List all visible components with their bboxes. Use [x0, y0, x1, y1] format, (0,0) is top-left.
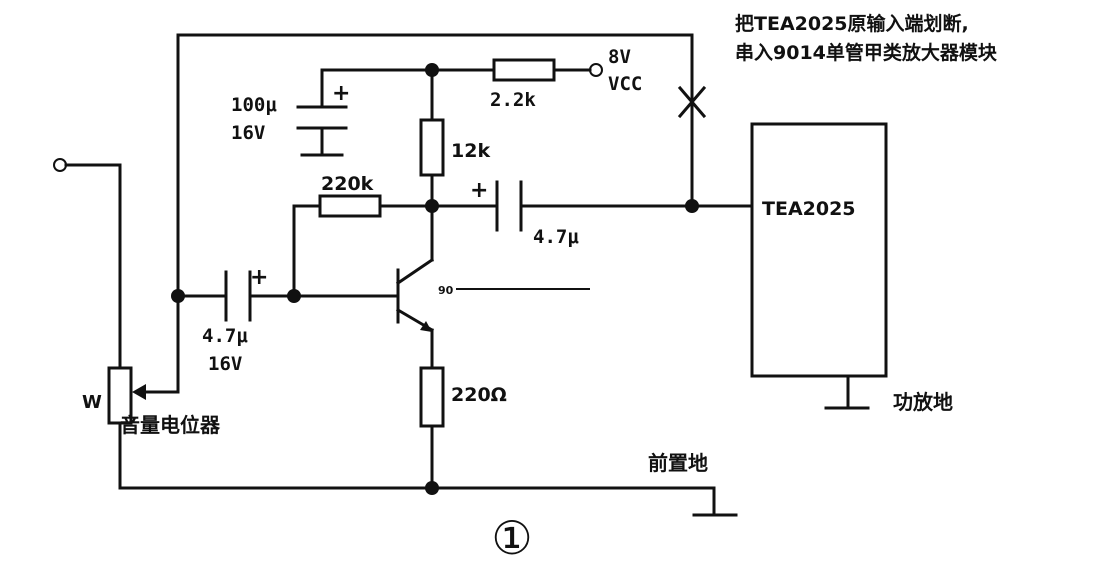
pot-description-label: 音量电位器 — [120, 413, 221, 437]
capacitor-100u — [296, 105, 348, 157]
ic-tea2025 — [750, 122, 888, 378]
resistor-220-ohm — [419, 366, 445, 428]
potentiometer-wiper-arrow — [132, 384, 146, 400]
r-feedback-label: 220k — [321, 173, 374, 195]
resistor-2-2k — [492, 58, 556, 82]
transistor-label: 90 — [438, 284, 454, 297]
supply-voltage-label: 8V — [608, 46, 631, 68]
cap-output-plus: + — [470, 178, 488, 203]
figure-number: ① — [491, 511, 532, 565]
cap-supply-value-label: 100μ — [231, 94, 277, 116]
potentiometer-body — [107, 366, 133, 425]
cap-supply-voltage-label: 16V — [231, 122, 265, 144]
cap-input-voltage-label: 16V — [208, 353, 242, 375]
wire-input-terminal — [64, 163, 122, 370]
cap-input-plus: + — [250, 265, 268, 290]
wire-wiper — [138, 294, 180, 394]
wire-input-bypass — [176, 33, 694, 298]
wire-supply-rail — [320, 68, 592, 107]
note-line-2: 串入9014单管甲类放大器模块 — [735, 41, 998, 64]
junction-dots — [171, 63, 699, 495]
cap-supply-plus: + — [332, 81, 350, 106]
supply-name-label: VCC — [608, 73, 642, 95]
pre-ground-label: 前置地 — [648, 451, 708, 475]
resistor-12k — [419, 118, 445, 177]
wire-feedback — [292, 204, 434, 298]
note-line-1: 把TEA2025原输入端划断, — [735, 12, 969, 35]
cap-input-value-label: 4.7μ — [202, 325, 248, 347]
vcc-terminal — [589, 63, 603, 77]
ic-label: TEA2025 — [762, 198, 856, 220]
capacitor-input — [224, 270, 252, 322]
cap-output-label: 4.7μ — [533, 226, 579, 248]
r-collector-label: 12k — [451, 140, 490, 162]
resistor-220k — [318, 194, 382, 218]
r-supply-label: 2.2k — [490, 89, 536, 111]
wire-pot-ground — [118, 421, 716, 517]
transistor-symbol — [395, 257, 435, 333]
capacitor-output — [495, 180, 523, 232]
cut-mark — [677, 85, 707, 119]
r-emitter-label: 220Ω — [451, 384, 507, 406]
pot-name-label: W — [82, 392, 102, 413]
input-terminal — [53, 158, 67, 172]
amp-ground-label: 功放地 — [893, 390, 953, 414]
